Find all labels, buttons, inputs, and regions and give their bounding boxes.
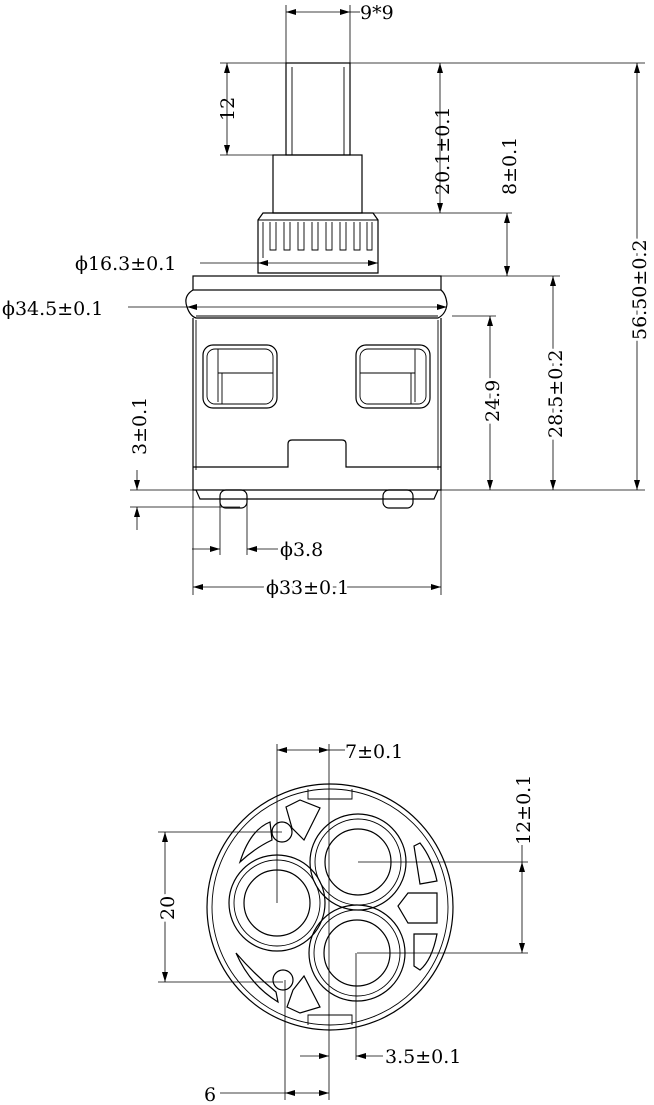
dimension-pin-height: 3±0.1 bbox=[129, 397, 240, 530]
dimension-total-height: 56.50±0.2 bbox=[441, 63, 654, 491]
pin-spacing-label: 20 bbox=[157, 896, 179, 920]
pin-diameter-label: ϕ3.8 bbox=[280, 539, 323, 561]
port-offset-x-label: 7±0.1 bbox=[345, 741, 403, 763]
oring-to-bottom-label: 24.9 bbox=[482, 380, 504, 422]
dimension-stem-to-ring: 20.1±0.1 bbox=[432, 63, 454, 213]
dimension-pin-diameter: ϕ3.8 bbox=[192, 500, 323, 561]
ring-height-label: 8±0.1 bbox=[499, 137, 521, 195]
dimension-ring-diameter: ϕ16.3±0.1 bbox=[75, 253, 378, 275]
stem-collar bbox=[272, 154, 363, 214]
pin-height-label: 3±0.1 bbox=[129, 397, 151, 455]
port-spacing-label: 12±0.1 bbox=[513, 775, 535, 845]
ring-diameter-label: ϕ16.3±0.1 bbox=[75, 253, 176, 275]
locating-pin-bottom bbox=[272, 969, 294, 991]
side-view: 9*9 12 20.1±0.1 8±0.1 56.50±0.2 28.5±0.2 bbox=[2, 2, 654, 602]
stem-length-label: 12 bbox=[217, 97, 239, 121]
dimension-square-size: 9*9 bbox=[285, 2, 394, 63]
dimension-body-diameter: ϕ33±0.1 bbox=[192, 490, 442, 602]
dimension-pin-spacing: 20 bbox=[154, 831, 283, 983]
dimension-ring-height: 8±0.1 bbox=[441, 137, 560, 277]
dimension-stem-length: 12 bbox=[217, 62, 286, 156]
square-size-label: 9*9 bbox=[360, 2, 394, 24]
knurled-ring bbox=[257, 212, 379, 274]
body-diameter-label: ϕ33±0.1 bbox=[266, 577, 349, 599]
body-height-label: 28.5±0.2 bbox=[545, 350, 567, 438]
dimension-oring-diameter: ϕ34.5±0.1 bbox=[2, 298, 447, 320]
total-height-label: 56.50±0.2 bbox=[629, 239, 651, 340]
cartridge-body bbox=[185, 275, 448, 509]
dimension-oring-to-bottom: 24.9 bbox=[452, 315, 507, 490]
stem-square bbox=[285, 62, 351, 156]
pin-offset-label: 6 bbox=[204, 1084, 216, 1105]
dimension-body-height: 28.5±0.2 bbox=[542, 276, 570, 490]
stem-to-ring-label: 20.1±0.1 bbox=[432, 107, 454, 195]
dimension-port-offset-center: 3.5±0.1 bbox=[300, 953, 461, 1068]
dimension-pin-offset: 6 bbox=[204, 980, 329, 1105]
bottom-view: 7±0.1 12±0.1 20 3.5±0.1 6 bbox=[154, 741, 535, 1105]
port-offset-center-label: 3.5±0.1 bbox=[385, 1046, 461, 1068]
dimension-port-spacing: 12±0.1 bbox=[357, 775, 535, 954]
oring-diameter-label: ϕ34.5±0.1 bbox=[2, 298, 103, 320]
dimension-port-offset-x: 7±0.1 bbox=[276, 741, 403, 1100]
